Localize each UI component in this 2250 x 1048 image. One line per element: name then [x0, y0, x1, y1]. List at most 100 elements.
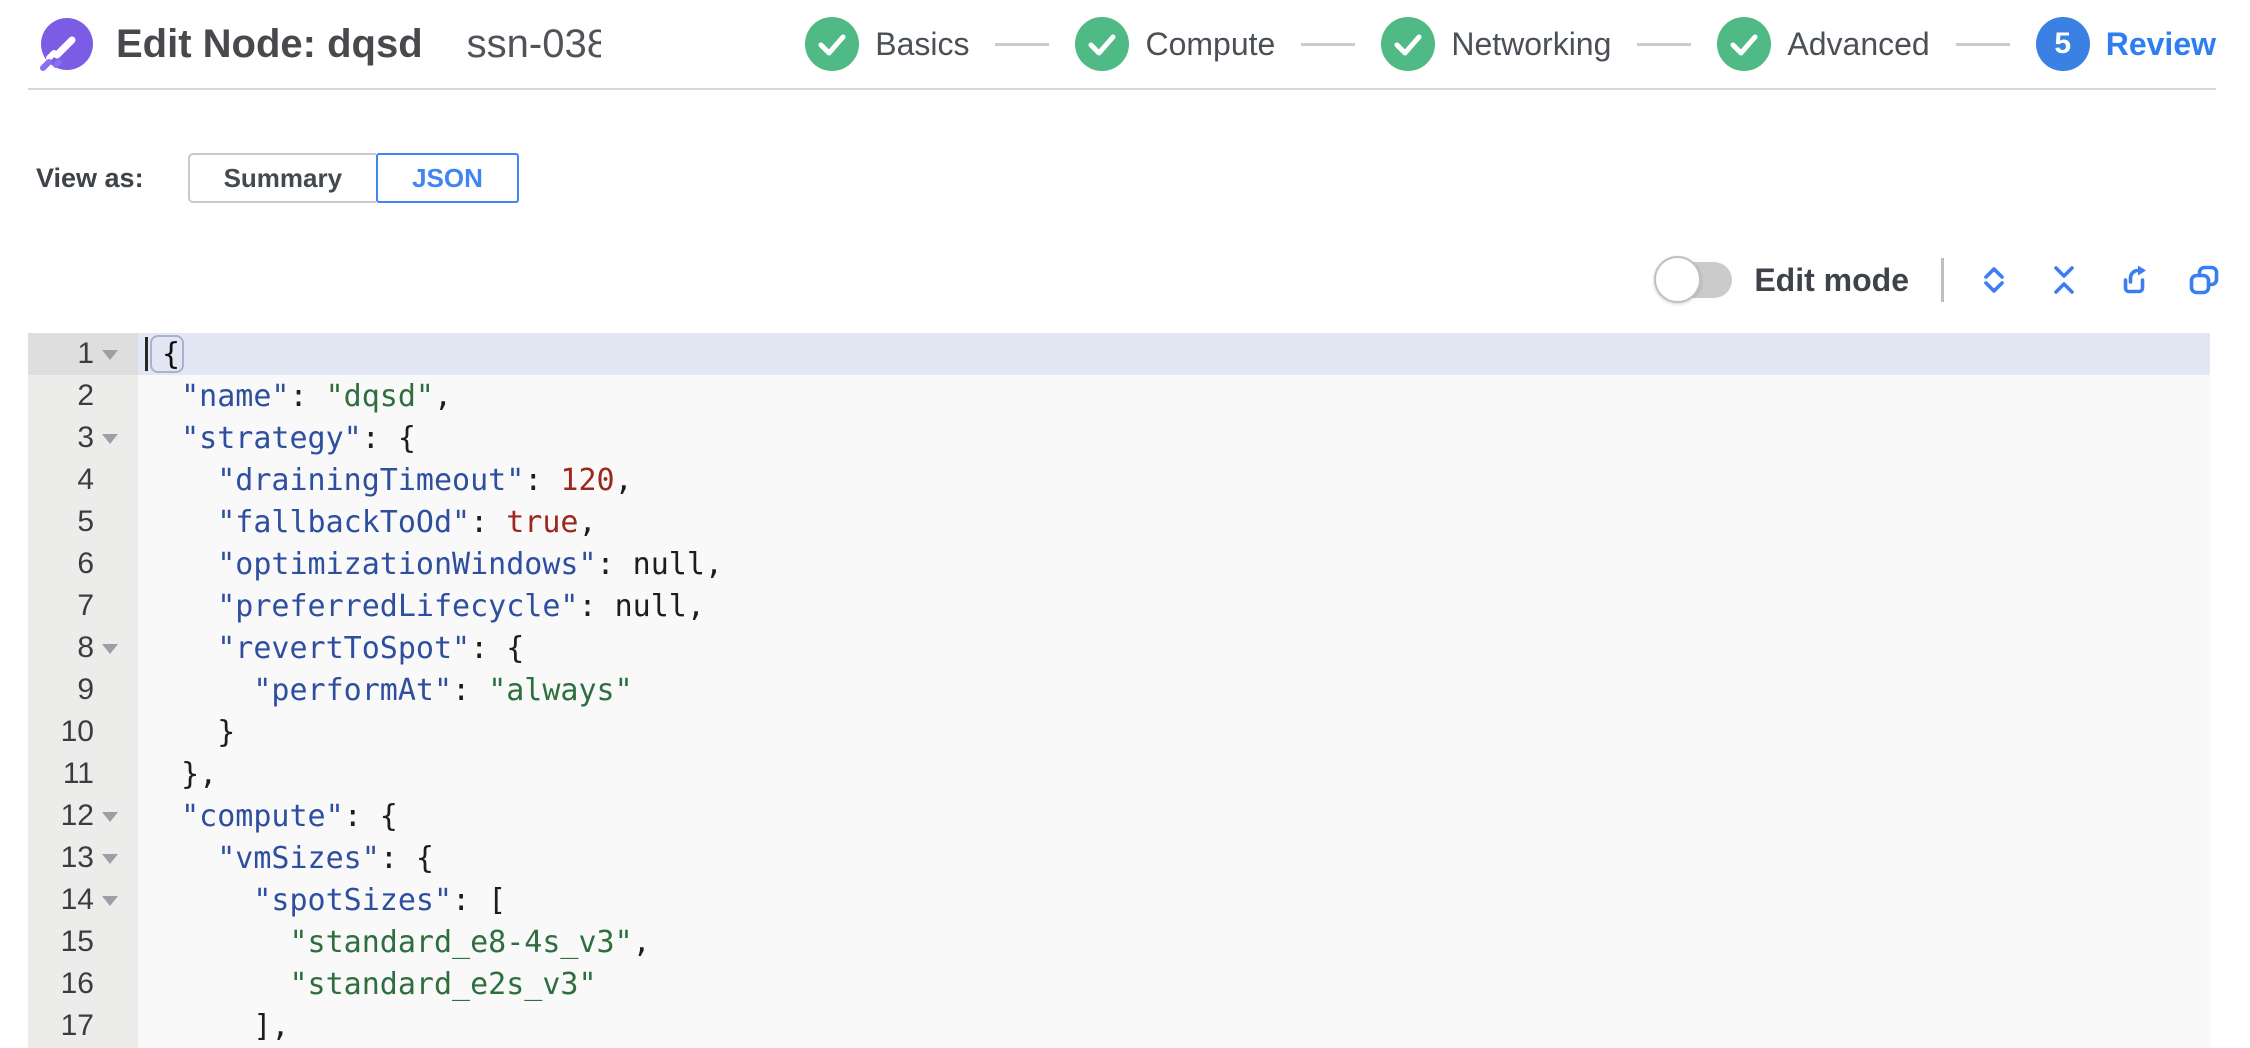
step-label: Advanced	[1787, 25, 1930, 62]
code-line-2[interactable]: 2 "name": "dqsd",	[28, 375, 2210, 417]
step-label: Compute	[1145, 25, 1276, 62]
line-number: 5	[77, 505, 94, 538]
code-text[interactable]: ],	[145, 1008, 290, 1044]
code-line-10[interactable]: 10 }	[28, 711, 2210, 753]
code-line-17[interactable]: 17 ],	[28, 1005, 2210, 1047]
code-text[interactable]: "strategy": {	[181, 420, 416, 456]
step-networking[interactable]: Networking	[1381, 17, 1611, 71]
export-button[interactable]	[2116, 262, 2152, 298]
line-number: 15	[60, 925, 94, 958]
line-number: 8	[28, 627, 138, 669]
code-text[interactable]: }	[145, 714, 236, 750]
code-line-1[interactable]: 1{	[28, 333, 2210, 375]
code-text[interactable]: },	[145, 756, 218, 792]
line-number: 16	[60, 967, 94, 1000]
code-text[interactable]: "compute": {	[181, 798, 398, 834]
edit-mode-toggle[interactable]	[1654, 256, 1733, 303]
code-text[interactable]: "revertToSpot": {	[217, 630, 525, 666]
line-number: 6	[77, 547, 94, 580]
fold-arrow-icon[interactable]	[102, 896, 118, 906]
view-toggle-summary-button[interactable]: Summary	[187, 153, 377, 203]
code-text[interactable]: "fallbackToOd": true,	[217, 504, 597, 540]
view-as-label: View as:	[36, 162, 144, 193]
line-number: 14	[28, 879, 138, 921]
code-line-4[interactable]: 4 "drainingTimeout": 120,	[28, 459, 2210, 501]
code-line-16[interactable]: 16 "standard_e2s_v3"	[28, 963, 2210, 1005]
code-line-11[interactable]: 11 },	[28, 753, 2210, 795]
json-editor[interactable]: 1{2 "name": "dqsd",3 "strategy": {4 "dra…	[28, 333, 2210, 1048]
view-toggle-json-button[interactable]: JSON	[376, 153, 519, 203]
step-connector	[1955, 42, 2010, 46]
step-done-circle	[1381, 17, 1436, 71]
code-line-6[interactable]: 6 "optimizationWindows": null,	[28, 543, 2210, 585]
page-title: Edit Node: dqsd	[116, 21, 423, 66]
step-label: Review	[2105, 25, 2216, 62]
step-number: 5	[2054, 27, 2072, 60]
code-line-9[interactable]: 9 "performAt": "always"	[28, 669, 2210, 711]
bracket-highlight: {	[150, 335, 185, 373]
unfold-icon	[1984, 267, 2004, 293]
code-text[interactable]: "spotSizes": [	[253, 882, 507, 918]
fold-arrow-icon[interactable]	[102, 812, 118, 822]
wizard-stepper: Basics Compute Networking Advanced 5 Review	[805, 17, 2216, 71]
copy-button[interactable]	[2186, 262, 2222, 298]
spot-logo-icon	[40, 18, 93, 71]
code-line-12[interactable]: 12 "compute": {	[28, 795, 2210, 837]
code-line-7[interactable]: 7 "preferredLifecycle": null,	[28, 585, 2210, 627]
code-text[interactable]: {	[138, 333, 2210, 375]
fold-arrow-icon[interactable]	[102, 854, 118, 864]
code-line-15[interactable]: 15 "standard_e8-4s_v3",	[28, 921, 2210, 963]
line-number: 2	[77, 379, 94, 412]
line-number: 11	[62, 757, 94, 790]
check-icon	[818, 34, 846, 56]
step-done-circle	[1717, 17, 1772, 71]
step-connector	[995, 42, 1050, 46]
line-number: 13	[28, 837, 138, 879]
fold-arrow-icon[interactable]	[102, 350, 118, 360]
fold-arrow-icon[interactable]	[102, 644, 118, 654]
toolbar-icons	[1976, 262, 2222, 298]
code-text[interactable]: "optimizationWindows": null,	[217, 546, 723, 582]
check-icon	[1088, 34, 1116, 56]
code-text[interactable]: "standard_e8-4s_v3",	[289, 924, 651, 960]
line-number: 4	[77, 463, 94, 496]
line-number: 10	[60, 715, 94, 748]
step-label: Basics	[875, 25, 970, 62]
collapse-all-button[interactable]	[2046, 262, 2082, 298]
code-text[interactable]: "standard_e2s_v3"	[289, 966, 597, 1002]
line-number: 7	[77, 589, 94, 622]
code-text[interactable]: "performAt": "always"	[253, 672, 633, 708]
step-connector	[1301, 42, 1356, 46]
code-text[interactable]: "vmSizes": {	[217, 840, 434, 876]
step-done-circle	[1075, 17, 1130, 71]
step-compute[interactable]: Compute	[1075, 17, 1275, 71]
toolbar-divider	[1941, 258, 1944, 302]
step-basics[interactable]: Basics	[805, 17, 969, 71]
step-connector	[1637, 42, 1692, 46]
expand-all-button[interactable]	[1976, 262, 2012, 298]
code-text[interactable]: "preferredLifecycle": null,	[217, 588, 705, 624]
line-number: 17	[60, 1009, 94, 1042]
cursor-caret	[145, 337, 148, 371]
line-number: 1	[28, 333, 138, 375]
code-line-8[interactable]: 8 "revertToSpot": {	[28, 627, 2210, 669]
code-line-13[interactable]: 13 "vmSizes": {	[28, 837, 2210, 879]
toggle-knob[interactable]	[1654, 256, 1702, 303]
code-text[interactable]: "name": "dqsd",	[181, 378, 453, 414]
code-line-14[interactable]: 14 "spotSizes": [	[28, 879, 2210, 921]
step-advanced[interactable]: Advanced	[1717, 17, 1930, 71]
editor-toolbar: Edit mode	[1654, 252, 2222, 308]
export-icon	[2123, 265, 2146, 294]
fold-arrow-icon[interactable]	[102, 434, 118, 444]
line-number: 12	[28, 795, 138, 837]
code-line-3[interactable]: 3 "strategy": {	[28, 417, 2210, 459]
code-line-5[interactable]: 5 "fallbackToOd": true,	[28, 501, 2210, 543]
code-text[interactable]: "drainingTimeout": 120,	[217, 462, 633, 498]
step-review[interactable]: 5 Review	[2035, 17, 2216, 71]
step-done-circle	[805, 17, 860, 71]
check-icon	[1730, 34, 1758, 56]
edit-mode-label: Edit mode	[1754, 261, 1909, 298]
